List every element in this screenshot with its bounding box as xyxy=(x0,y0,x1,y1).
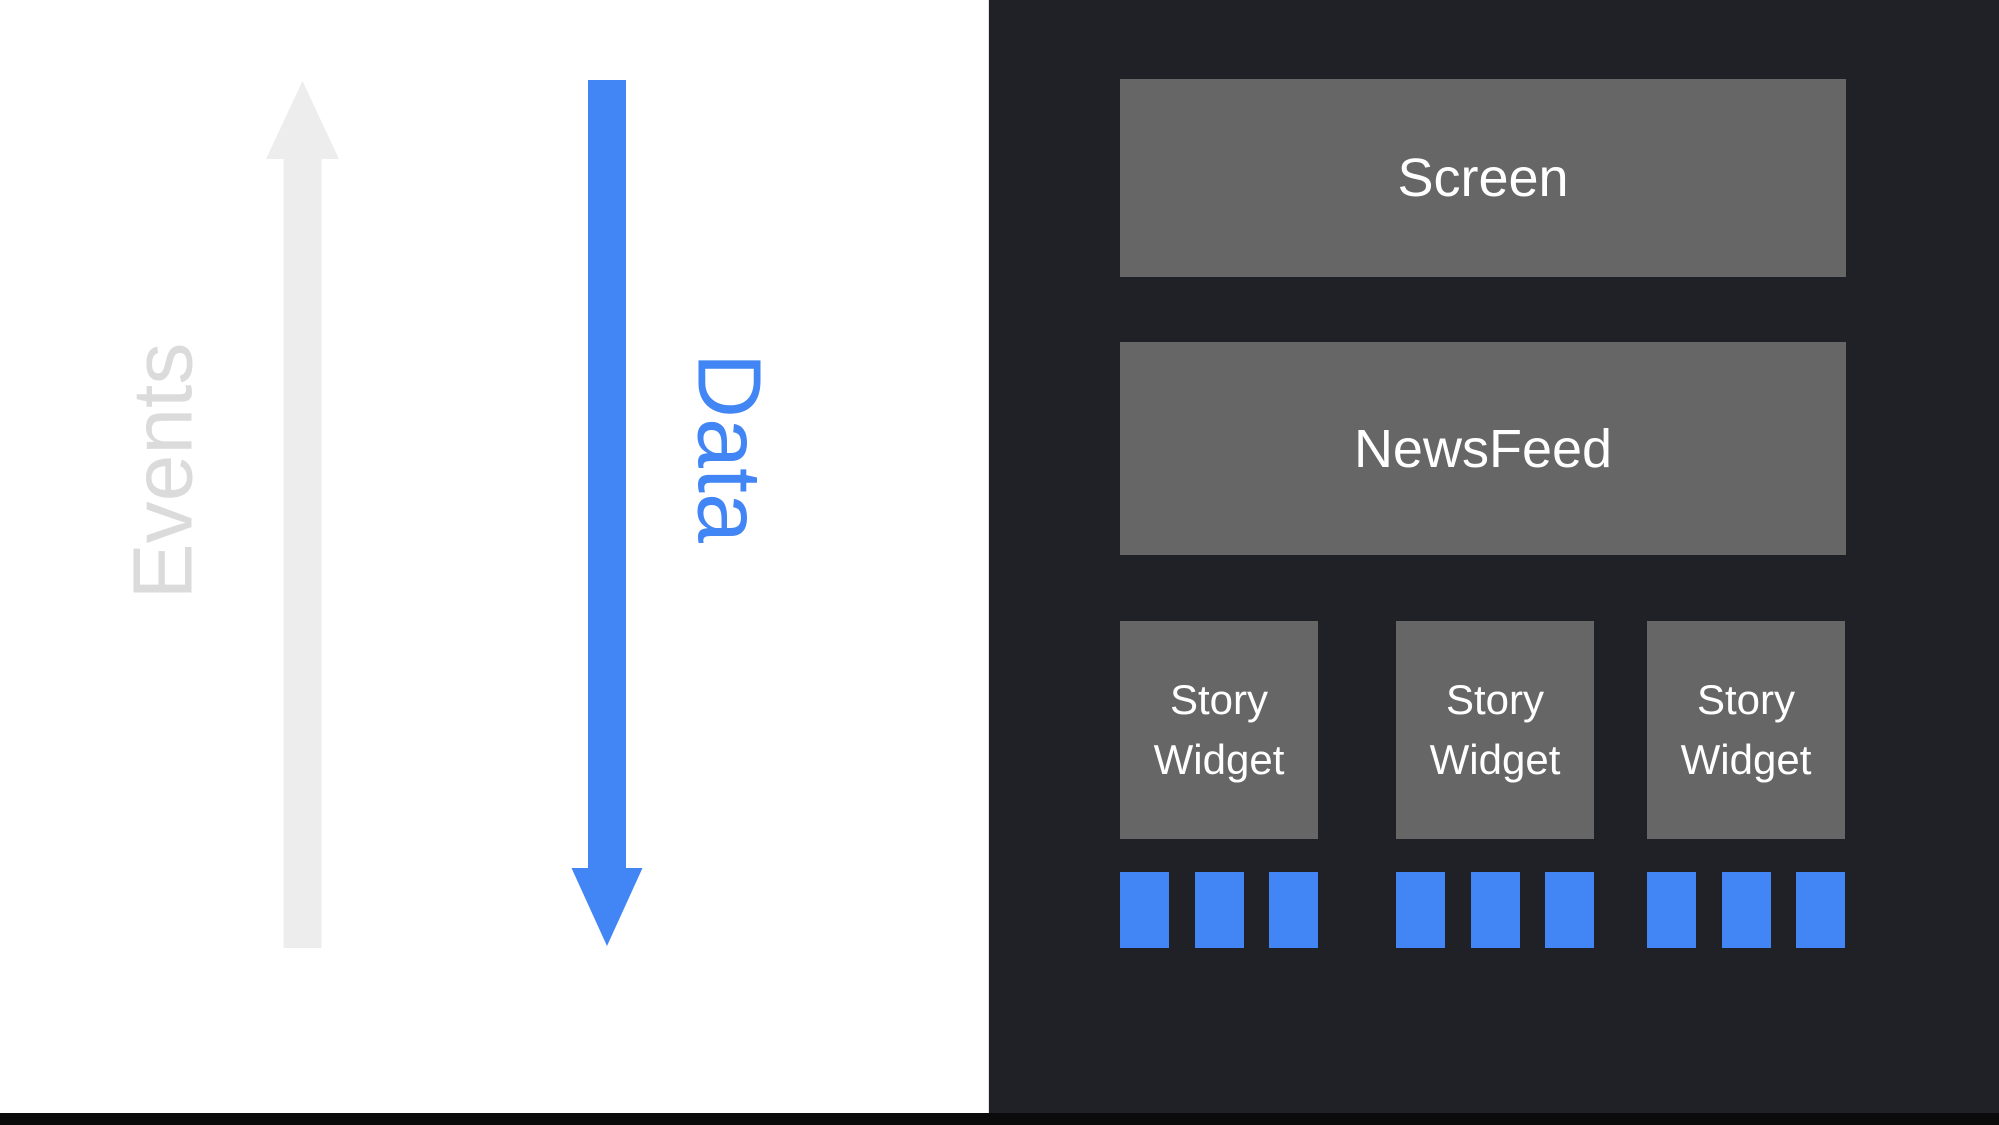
story-data-squares xyxy=(1647,872,1845,948)
data-square xyxy=(1647,872,1696,948)
screen-box-label: Screen xyxy=(1397,148,1569,208)
data-square xyxy=(1269,872,1318,948)
screen-box: Screen xyxy=(1120,79,1846,277)
data-square xyxy=(1545,872,1594,948)
data-square xyxy=(1396,872,1445,948)
newsfeed-box: NewsFeed xyxy=(1120,342,1846,555)
story-widget-group: Story Widget xyxy=(1120,621,1318,948)
data-square xyxy=(1721,872,1771,948)
story-data-squares xyxy=(1120,872,1318,948)
newsfeed-box-label: NewsFeed xyxy=(1353,418,1613,479)
data-square xyxy=(1470,872,1520,948)
data-square xyxy=(1796,872,1845,948)
story-widget-label: Story Widget xyxy=(1429,675,1561,783)
story-widget-group: Story Widget xyxy=(1647,621,1845,948)
story-widget-box: Story Widget xyxy=(1120,621,1318,839)
story-data-squares xyxy=(1396,872,1594,948)
story-widget-box: Story Widget xyxy=(1647,621,1845,839)
story-widget-label: Story Widget xyxy=(1680,675,1812,783)
bottom-bar xyxy=(0,1113,1999,1125)
data-label: Data xyxy=(678,352,779,544)
data-down-arrow-icon xyxy=(571,80,643,946)
story-widget-label: Story Widget xyxy=(1153,675,1285,783)
data-square xyxy=(1194,872,1244,948)
data-square xyxy=(1120,872,1169,948)
story-widget-box: Story Widget xyxy=(1396,621,1594,839)
events-up-arrow-icon xyxy=(266,81,339,948)
story-widget-group: Story Widget xyxy=(1396,621,1594,948)
widget-tree-panel: Screen NewsFeed Story Widget Story Widge… xyxy=(989,0,1999,1125)
events-label: Events xyxy=(115,342,210,600)
